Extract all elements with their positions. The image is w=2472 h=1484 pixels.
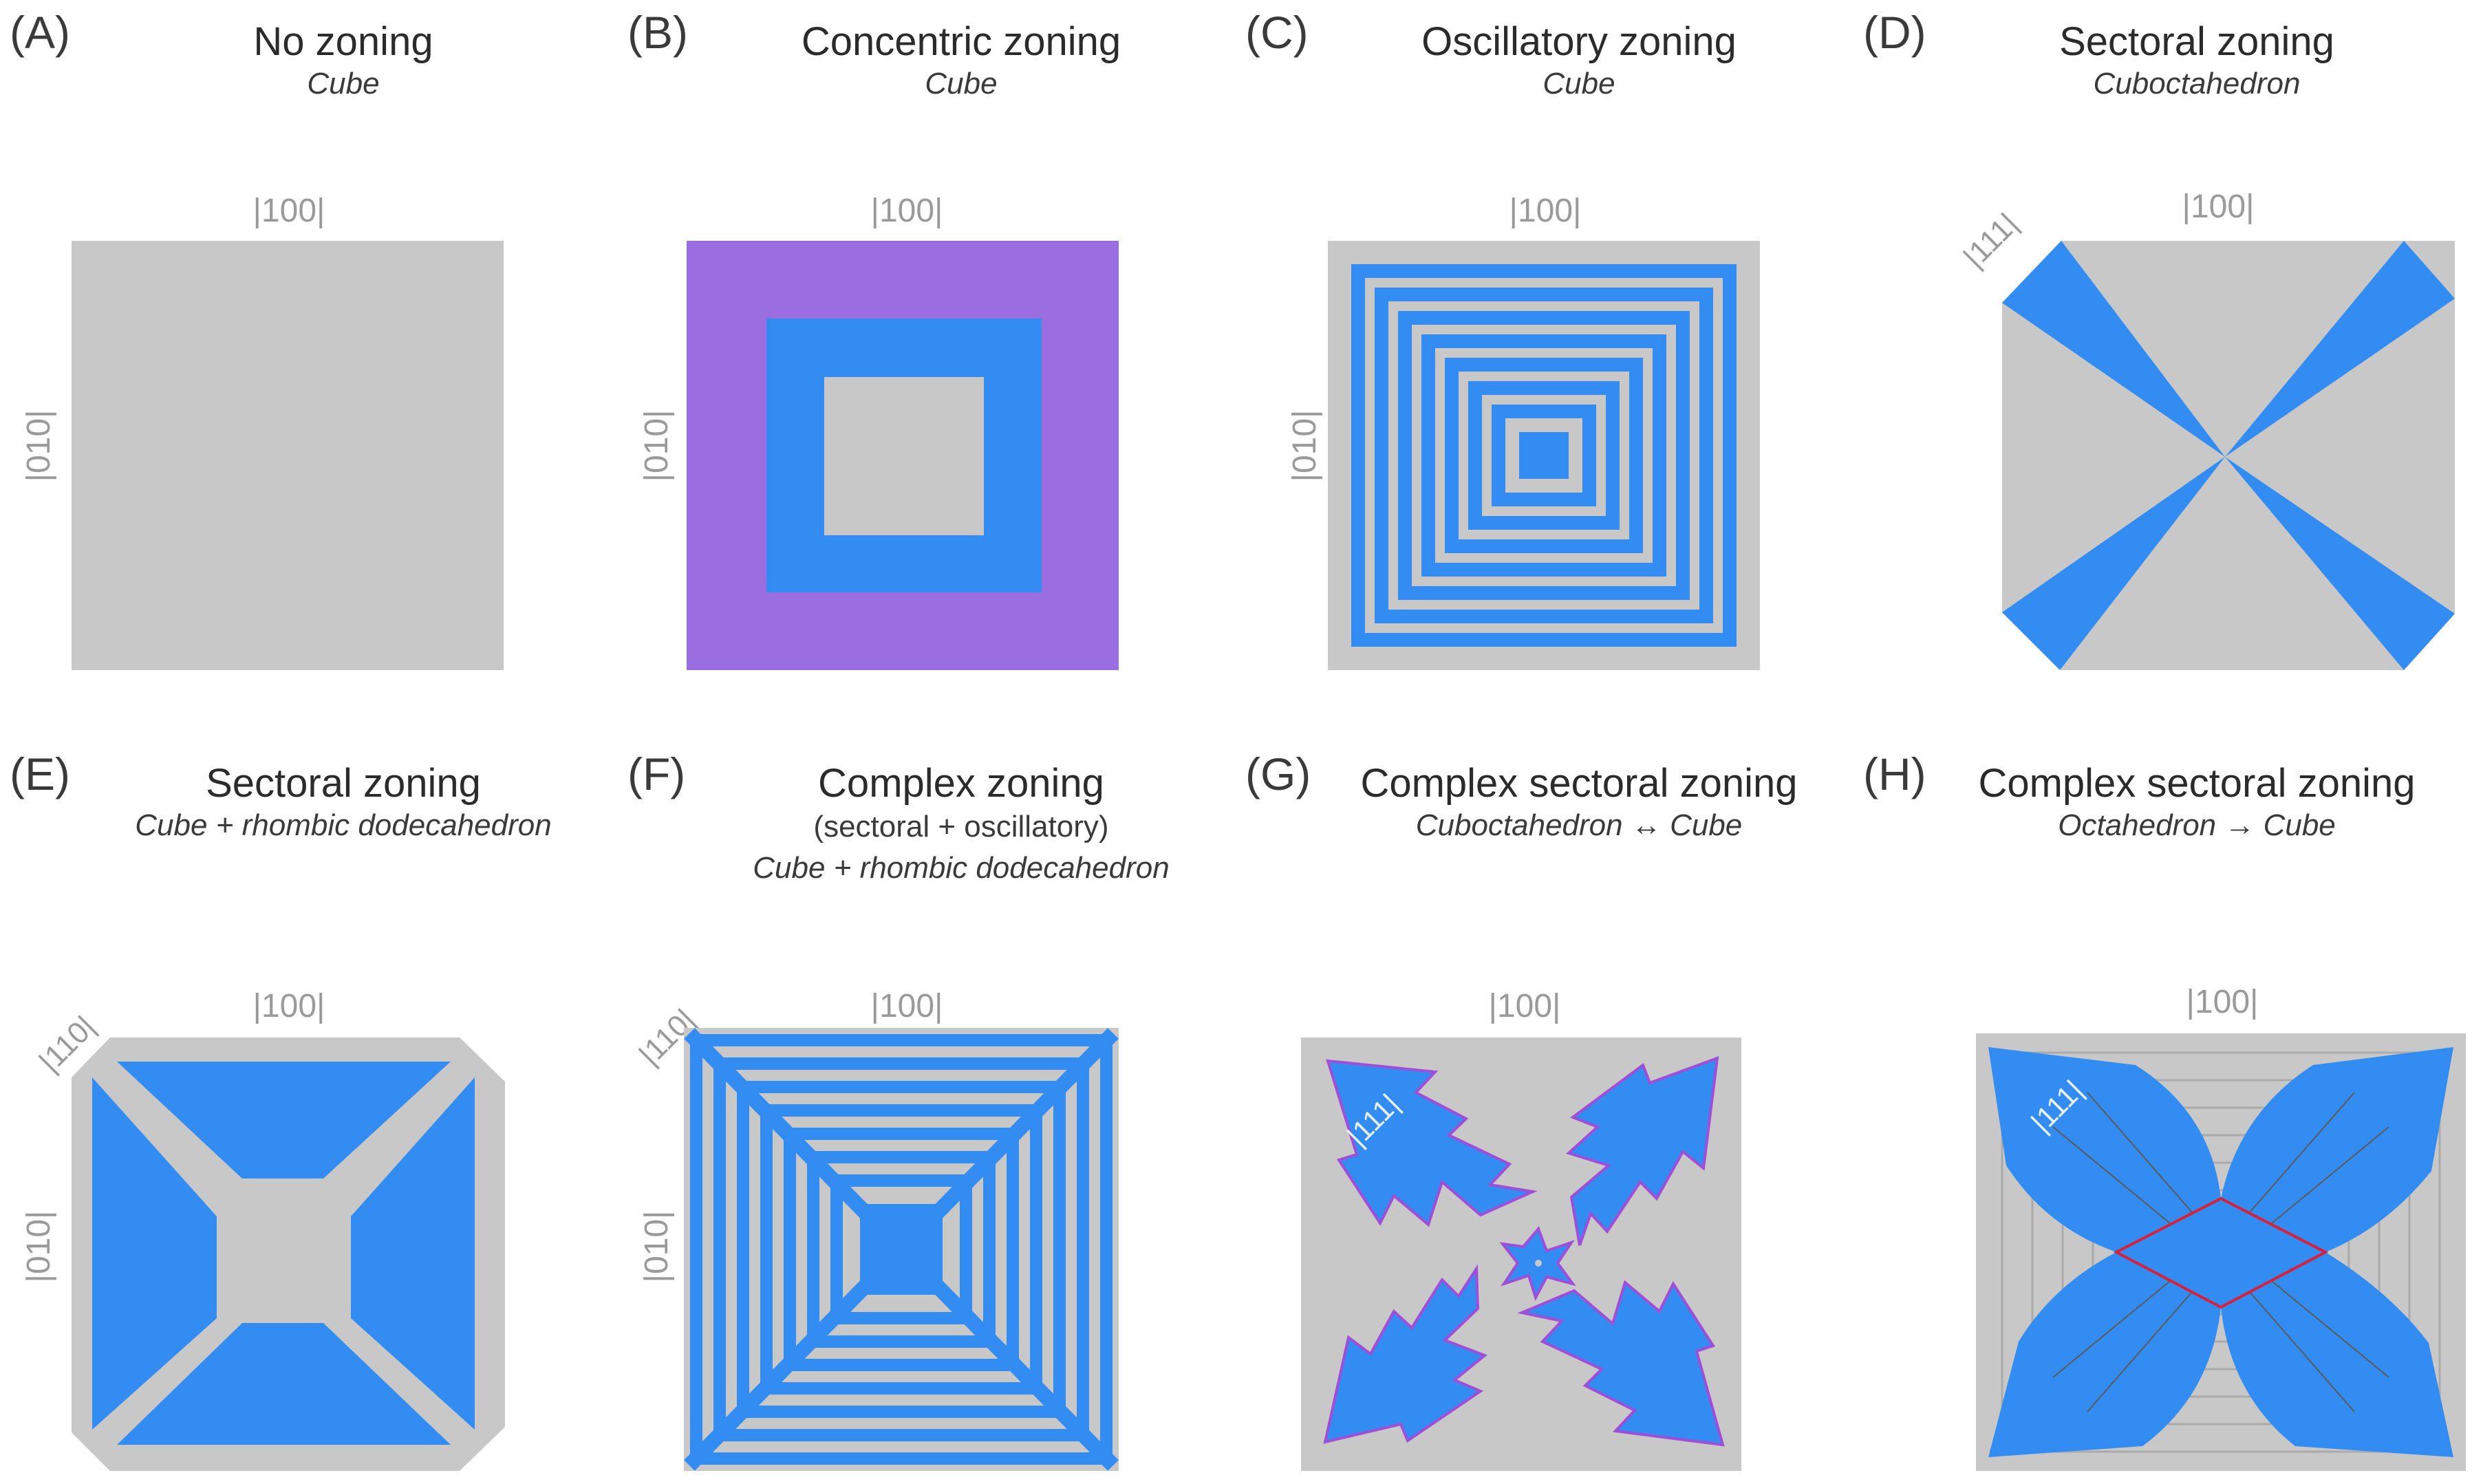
label-010: |010|	[1287, 409, 1323, 482]
sector-bottom-right	[2225, 457, 2455, 670]
crystal-no-zoning: |100| |010|	[21, 193, 504, 670]
panel-a: (A) No zoning Cube |100| |010|	[0, 0, 618, 742]
panel-title: Complex sectoral zoning	[1978, 761, 2416, 806]
panel-title: Sectoral zoning	[2059, 19, 2334, 64]
sector-bottom-left	[2002, 457, 2225, 670]
panel-subtitle: Cube + rhombic dodecahedron	[753, 851, 1170, 885]
panel-d: (D) Sectoral zoning Cuboctahedron |100| …	[1853, 0, 2471, 742]
sector-bottom	[117, 1323, 451, 1445]
sector-left	[92, 1077, 217, 1430]
crystal-complex-zoning: |100| |010| |110|	[633, 988, 1119, 1471]
panel-h: (H) Complex sectoral zoning Octahedron →…	[1853, 742, 2471, 1483]
label-100: |100|	[870, 988, 943, 1024]
sector-boundaries	[684, 1028, 1119, 1471]
label-010: |010|	[21, 409, 57, 482]
panel-letter: (E)	[10, 749, 70, 799]
panel-letter: (G)	[1245, 749, 1311, 799]
panel-g: (G) Complex sectoral zoning Cuboctahedro…	[1236, 742, 1853, 1483]
panel-subtitle: Cube	[1543, 67, 1615, 100]
panel-e: (E) Sectoral zoning Cube + rhombic dodec…	[0, 742, 618, 1483]
oscillatory-bands	[1351, 264, 1737, 647]
arm-bottom-right	[1517, 1280, 1725, 1447]
label-100: |100|	[2182, 189, 2254, 225]
panel-title: Complex zoning	[818, 761, 1104, 806]
sector-lines	[2052, 1092, 2389, 1412]
crystal-oscillatory-zoning: |100| |010|	[1287, 193, 1760, 670]
panel-letter: (B)	[627, 7, 688, 58]
growth-bands	[2001, 1051, 2441, 1453]
panel-subtitle: Cube + rhombic dodecahedron	[135, 808, 552, 842]
sector-top-left	[2002, 241, 2225, 457]
panel-subtitle: Cube	[925, 67, 998, 100]
panel-b: (B) Concentric zoning Cube |100| |010|	[618, 0, 1236, 742]
core-point	[1535, 1260, 1542, 1267]
crystal-complex-sectoral-octahedron: |100|	[1976, 984, 2466, 1471]
lobe-bottom-left	[1988, 1252, 2221, 1457]
label-010: |010|	[21, 1210, 57, 1282]
panel-letter: (A)	[10, 7, 70, 58]
panel-f: (F) Complex zoning (sectoral + oscillato…	[618, 742, 1236, 1483]
crystal-sectoral-rhombic: |100| |010| |110|	[21, 988, 505, 1471]
panel-letter: (D)	[1863, 7, 1926, 58]
core-zone	[1519, 432, 1569, 479]
panel-note: (sectoral + oscillatory)	[813, 810, 1109, 843]
panel-subtitle: Cube	[307, 67, 380, 100]
panel-subtitle: Cuboctahedron	[2093, 67, 2301, 100]
label-100: |100|	[252, 988, 325, 1024]
sector-right	[351, 1077, 475, 1430]
core-outline	[2113, 1196, 2329, 1309]
crystal-concentric-zoning: |100| |010|	[638, 193, 1119, 670]
label-111: |111|	[1957, 207, 2025, 275]
panel-title: No zoning	[253, 19, 433, 64]
crystal-face	[72, 1037, 505, 1471]
core-zone	[824, 377, 984, 535]
panel-c: (C) Oscillatory zoning Cube |100| |010|	[1236, 0, 1853, 742]
label-100: |100|	[1488, 988, 1560, 1024]
crystal-complex-sectoral-cuboctahedron: |100| |111|	[1301, 988, 1741, 1471]
panel-subtitle: Octahedron → Cube	[2058, 808, 2336, 842]
sector-top	[117, 1062, 451, 1179]
arm-top-right	[1566, 1055, 1719, 1246]
panel-title: Sectoral zoning	[206, 761, 481, 806]
arm-bottom-left	[1323, 1264, 1487, 1444]
dendritic-sectors	[1323, 1055, 1725, 1447]
label-100: |100|	[2186, 984, 2258, 1020]
panel-title: Complex sectoral zoning	[1360, 761, 1798, 806]
panel-title: Oscillatory zoning	[1421, 19, 1737, 64]
panel-subtitle: Cuboctahedron ↔ Cube	[1415, 808, 1743, 842]
panel-title: Concentric zoning	[801, 19, 1121, 64]
label-010: |010|	[638, 409, 675, 482]
label-100: |100|	[252, 193, 325, 229]
crystal-face	[72, 241, 504, 670]
panel-letter: (F)	[627, 749, 686, 799]
panel-letter: (H)	[1863, 749, 1926, 799]
label-010: |010|	[638, 1210, 675, 1282]
label-100: |100|	[870, 193, 943, 229]
arm-top-left	[1326, 1059, 1538, 1227]
sector-top-right	[2225, 241, 2455, 457]
oscillatory-bands	[690, 1034, 1113, 1465]
lobe-top-right	[2221, 1047, 2453, 1252]
panel-letter: (C)	[1245, 7, 1309, 58]
lobe-bottom-right	[2221, 1252, 2453, 1457]
label-100: |100|	[1509, 193, 1581, 229]
lobe-top-left	[1988, 1047, 2221, 1252]
crystal-sectoral-cuboctahedron: |100| |111|	[1957, 189, 2455, 670]
